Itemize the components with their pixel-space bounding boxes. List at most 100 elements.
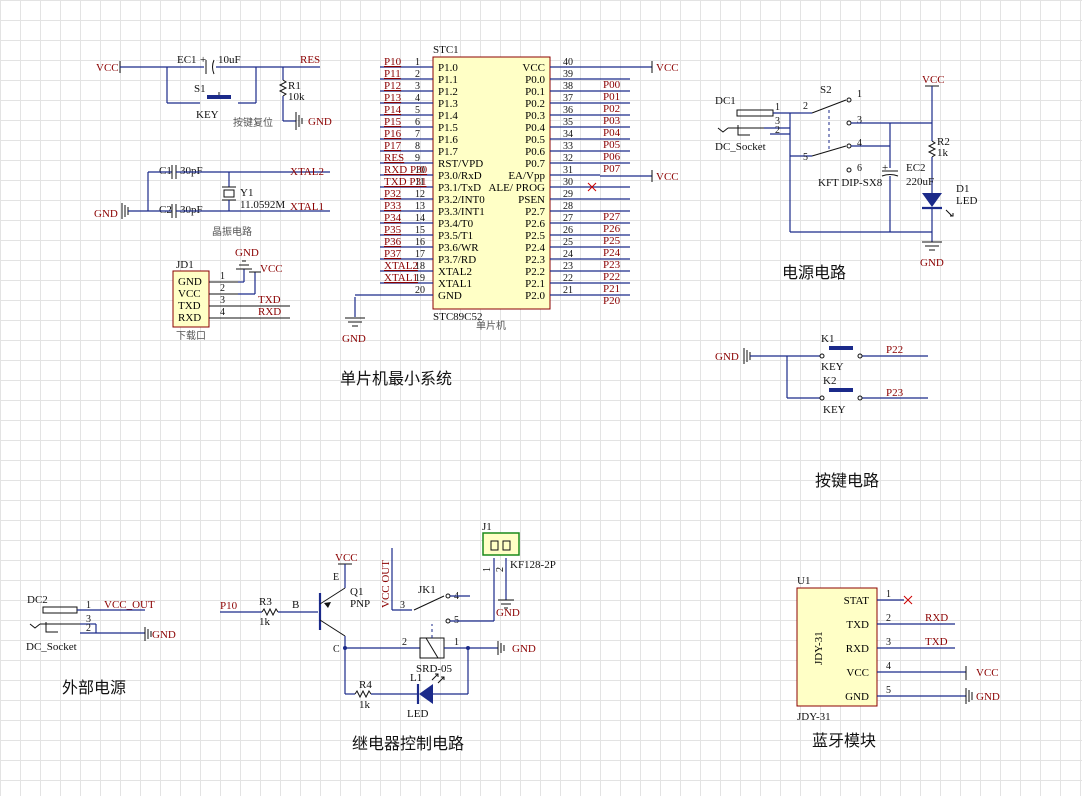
stc1-pin-number: 39 xyxy=(563,69,573,80)
r3-resistor xyxy=(261,607,279,617)
stc1-right-net: P03 xyxy=(603,115,621,127)
jk1-pin-3: 3 xyxy=(400,600,405,611)
r2-ref: R2 xyxy=(937,136,950,148)
stc1-pin-number: 35 xyxy=(563,117,573,128)
stc1-left-net: P13 xyxy=(384,92,402,104)
stc1-pin-label: PSEN xyxy=(518,194,545,206)
u1-body xyxy=(796,587,878,707)
dc1-pin-1: 1 xyxy=(775,102,780,113)
stc1-left-net: P14 xyxy=(384,104,402,116)
jd1-num-2: 2 xyxy=(220,283,225,294)
q1-value: PNP xyxy=(350,598,370,610)
stc1-pin-label: VCC xyxy=(522,62,545,74)
stc1-left-net: P12 xyxy=(384,80,401,92)
stc1-pin-number: 14 xyxy=(415,213,425,224)
dc2-value: DC_Socket xyxy=(26,641,77,653)
u1-pin-number: 1 xyxy=(886,589,891,600)
stc1-pin-label: P1.0 xyxy=(438,62,458,74)
stc1-pin-number: 11 xyxy=(415,177,425,188)
u1-ref: U1 xyxy=(797,575,810,587)
stc1-pin-label: P2.7 xyxy=(525,206,545,218)
rxd-net: RXD xyxy=(258,306,281,318)
stc1-pin-label: P0.4 xyxy=(525,122,545,134)
d1-led xyxy=(922,193,942,207)
stc1-pin-number: 6 xyxy=(415,117,420,128)
stc1-pin-number: 20 xyxy=(415,285,425,296)
stc1-pin-label: P2.6 xyxy=(525,218,545,230)
stc1-pin-label: XTAL1 xyxy=(438,278,472,290)
stc1-pin-number: 16 xyxy=(415,237,425,248)
reset-subtitle: 按键复位 xyxy=(233,116,273,129)
stc1-pin-label: XTAL2 xyxy=(438,266,472,278)
stc1-pin-number: 24 xyxy=(563,249,573,260)
s2-ref: S2 xyxy=(820,84,832,96)
vcc-out-vertical-net: VCC OUT xyxy=(380,560,392,608)
jk1-contact xyxy=(413,595,445,611)
stc1-pin-label: P1.4 xyxy=(438,110,458,122)
external-power: DC2 1 3 2 VCC_OUT GND DC_Socket xyxy=(26,594,176,653)
stc1-pin-number: 7 xyxy=(415,129,420,140)
stc1-right-net: P02 xyxy=(603,103,620,115)
s1-value: KEY xyxy=(196,109,219,121)
stc1-pin-label: GND xyxy=(438,290,462,302)
jd1-pin-gnd: GND xyxy=(178,276,202,288)
stc1-pin-number: 3 xyxy=(415,81,420,92)
stc1-pin-label: P0.5 xyxy=(525,134,545,146)
l1-value: LED xyxy=(407,708,428,720)
r1-value: 10k xyxy=(288,91,305,103)
stc1-left-net: P35 xyxy=(384,224,402,236)
stc1-pin-number: 5 xyxy=(415,105,420,116)
r3-ref: R3 xyxy=(259,596,272,608)
dc1-ref: DC1 xyxy=(715,95,736,107)
crystal-subtitle: 晶振电路 xyxy=(212,225,252,238)
stc1-ref: STC1 xyxy=(433,44,459,56)
stc1-left-net: P32 xyxy=(384,188,401,200)
d1-value: LED xyxy=(956,195,977,207)
k2-key xyxy=(829,388,853,392)
stc1-pin-label: P2.0 xyxy=(525,290,545,302)
u1-pin-number: 3 xyxy=(886,637,891,648)
ec1-plus: + xyxy=(200,54,206,66)
q1-collector-label: C xyxy=(333,644,340,655)
r4-resistor xyxy=(354,689,372,699)
stc1-pin-label: P3.2/INT0 xyxy=(438,194,485,206)
stc1-pin-number: 2 xyxy=(415,69,420,80)
stc1-pin-label: P3.7/RD xyxy=(438,254,476,266)
stc1-pin-number: 23 xyxy=(563,261,573,272)
c1-ref: C1 xyxy=(159,165,172,177)
u1-net-label: RXD xyxy=(925,612,948,624)
section-title-relay: 继电器控制电路 xyxy=(352,734,464,753)
u1-net-label: GND xyxy=(976,691,1000,703)
stc1-pin-number: 28 xyxy=(563,201,573,212)
stc1-pin-label: P0.0 xyxy=(525,74,545,86)
u1-pin-number: 5 xyxy=(886,685,891,696)
stc1-pin-label: EA/Vpp xyxy=(508,170,545,182)
jk1-value: SRD-05 xyxy=(416,663,453,675)
j1-terminal xyxy=(482,532,520,556)
stc1-pin-number: 36 xyxy=(563,105,573,116)
gnd-label: GND xyxy=(152,629,176,641)
stc1-pin-label: P3.4/T0 xyxy=(438,218,474,230)
s2-value: KFT DIP-SX8 xyxy=(818,177,883,189)
stc1-right-net: P27 xyxy=(603,211,621,223)
download-subtitle: 下载口 xyxy=(176,330,206,342)
s2-pin-2: 2 xyxy=(803,101,808,112)
stc1-pin-label: P1.3 xyxy=(438,98,458,110)
stc1-pin-label: P3.6/WR xyxy=(438,242,479,254)
relay-circuit: P10 R3 1k B VCC E Q1 PNP C 2 1 GND SRD-0… xyxy=(220,521,556,720)
r1-resistor xyxy=(278,79,288,97)
stc1-pin-label: P2.2 xyxy=(525,266,545,278)
s2-pin-1: 1 xyxy=(857,89,862,100)
jd1-pin-vcc: VCC xyxy=(178,288,201,300)
j1-ref: J1 xyxy=(482,521,492,533)
p23-net: P23 xyxy=(886,387,904,399)
stc1-right-net: P25 xyxy=(603,235,621,247)
jd1-pin-txd: TXD xyxy=(178,300,201,312)
ec2-plus: + xyxy=(882,162,888,174)
q1-ref: Q1 xyxy=(350,586,363,598)
stc1-right-net: P21 xyxy=(603,283,620,295)
jd1-num-3: 3 xyxy=(220,295,225,306)
stc1-left-net: RES xyxy=(384,152,404,164)
stc1-right-net: P24 xyxy=(603,247,621,259)
vcc-label: VCC xyxy=(335,552,358,564)
